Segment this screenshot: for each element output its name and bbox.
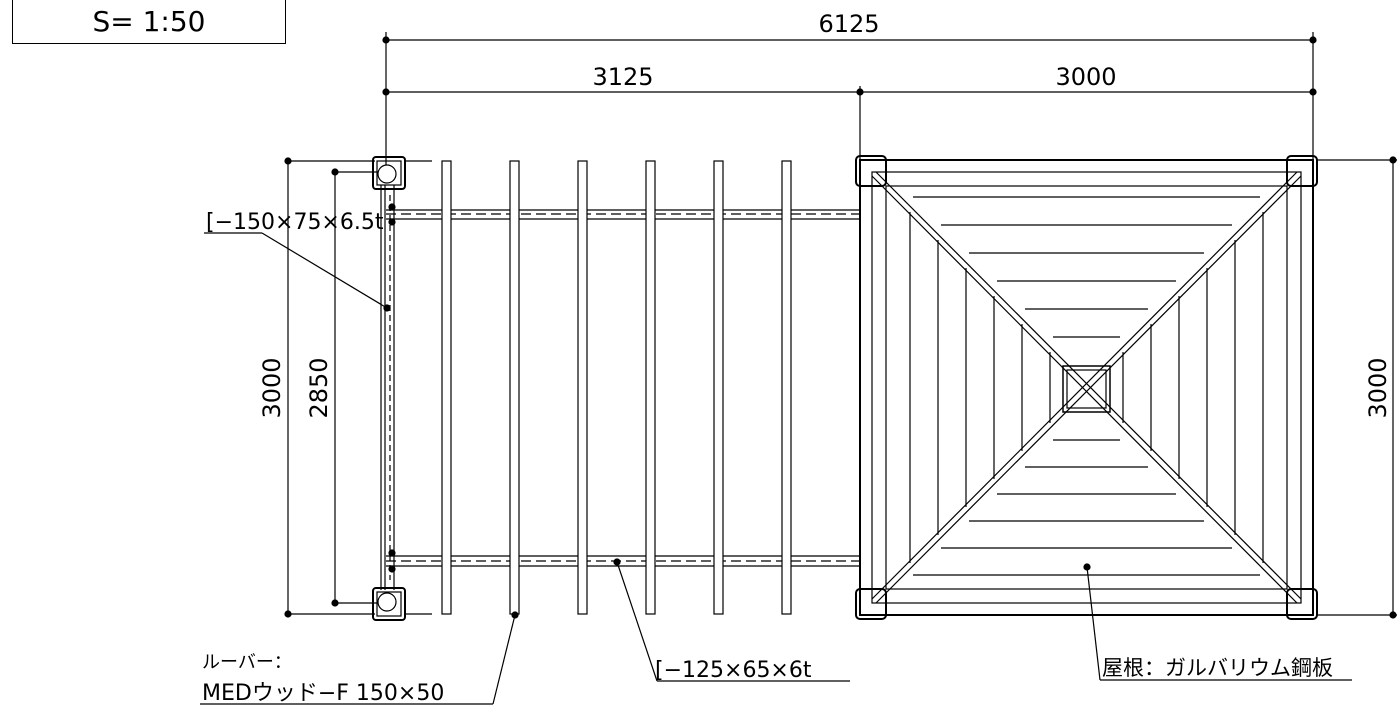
roof-sheet-lines-bottom [913,439,1260,576]
dimension-left-inner [331,168,378,607]
leader-lines [200,232,1352,705]
label-louver-line1: ルーバー： [202,652,292,673]
dim-left-inner-height: 2850 [305,357,333,418]
dimension-split-widths [382,86,1317,160]
dimension-left-outer [284,157,375,618]
scale-label: S= 1:50 [92,5,206,38]
dim-overall-width: 6125 [818,10,879,38]
dim-left-outer-height: 3000 [258,357,286,418]
scale-box: S= 1:50 [12,0,286,44]
louver-slat [441,160,452,615]
pergola-frame [372,156,860,621]
louver-slat [509,160,520,615]
louver-slat [645,160,656,615]
label-louver-line2: MEDウッド−F 150×50 [202,681,444,706]
roof-plan [855,155,1318,620]
dim-right-height: 3000 [1364,357,1392,418]
dimension-right-height [1316,156,1397,619]
louver-slat [713,160,724,615]
roof-sheet-lines-top [913,196,1260,338]
label-channel-large: [−150×75×6.5t [206,210,384,235]
dim-left-width: 3125 [592,63,653,91]
label-roof: 屋根：ガルバリウム鋼板 [1102,656,1333,680]
louver-slat [781,160,792,615]
louver-slats [441,160,792,615]
roof-sheet-lines-left [909,212,1051,563]
dimension-overall-width [382,32,1317,165]
label-channel-small: [−125×65×6t [655,658,812,683]
dim-right-width: 3000 [1055,63,1116,91]
louver-slat [577,160,588,615]
roof-sheet-lines-right [1122,212,1264,563]
